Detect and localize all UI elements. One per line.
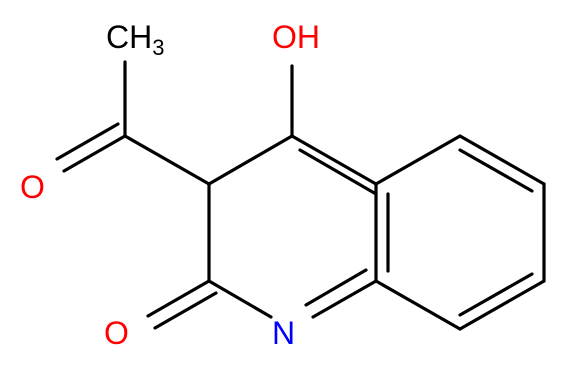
bond-c7-c8-1 xyxy=(458,279,546,331)
bond-n-c8a-2 xyxy=(304,268,368,307)
atom-labels: CH3 OH O O N xyxy=(20,19,320,351)
bond-c7-c8-2 xyxy=(458,272,534,317)
bond-acetyl-co-1 xyxy=(62,134,127,173)
bonds xyxy=(55,60,546,331)
ring-oxygen-label: O xyxy=(104,315,129,351)
bond-c4-c4a-2 xyxy=(298,148,378,196)
acetyl-oxygen-label: O xyxy=(20,169,45,205)
hydroxyl-label: OH xyxy=(272,19,320,55)
bond-carbonyl-c3 xyxy=(123,134,211,186)
methyl-label: CH3 xyxy=(106,19,164,60)
bond-c4a-c5 xyxy=(374,134,462,186)
bond-c2-o-2 xyxy=(153,291,218,330)
bond-c4-c4a-1 xyxy=(290,134,378,186)
bond-c5-c6-1 xyxy=(458,134,546,186)
ring-nitrogen-label: N xyxy=(272,315,295,351)
bond-c2-o-1 xyxy=(146,279,211,318)
bond-c8-c8a xyxy=(374,279,462,331)
bond-n-c8a-1 xyxy=(311,279,378,319)
bond-acetyl-co-2 xyxy=(55,122,120,161)
bond-c2-n xyxy=(207,279,273,319)
bond-c5-c6-2 xyxy=(458,148,534,193)
bond-c3-c4 xyxy=(207,134,294,186)
